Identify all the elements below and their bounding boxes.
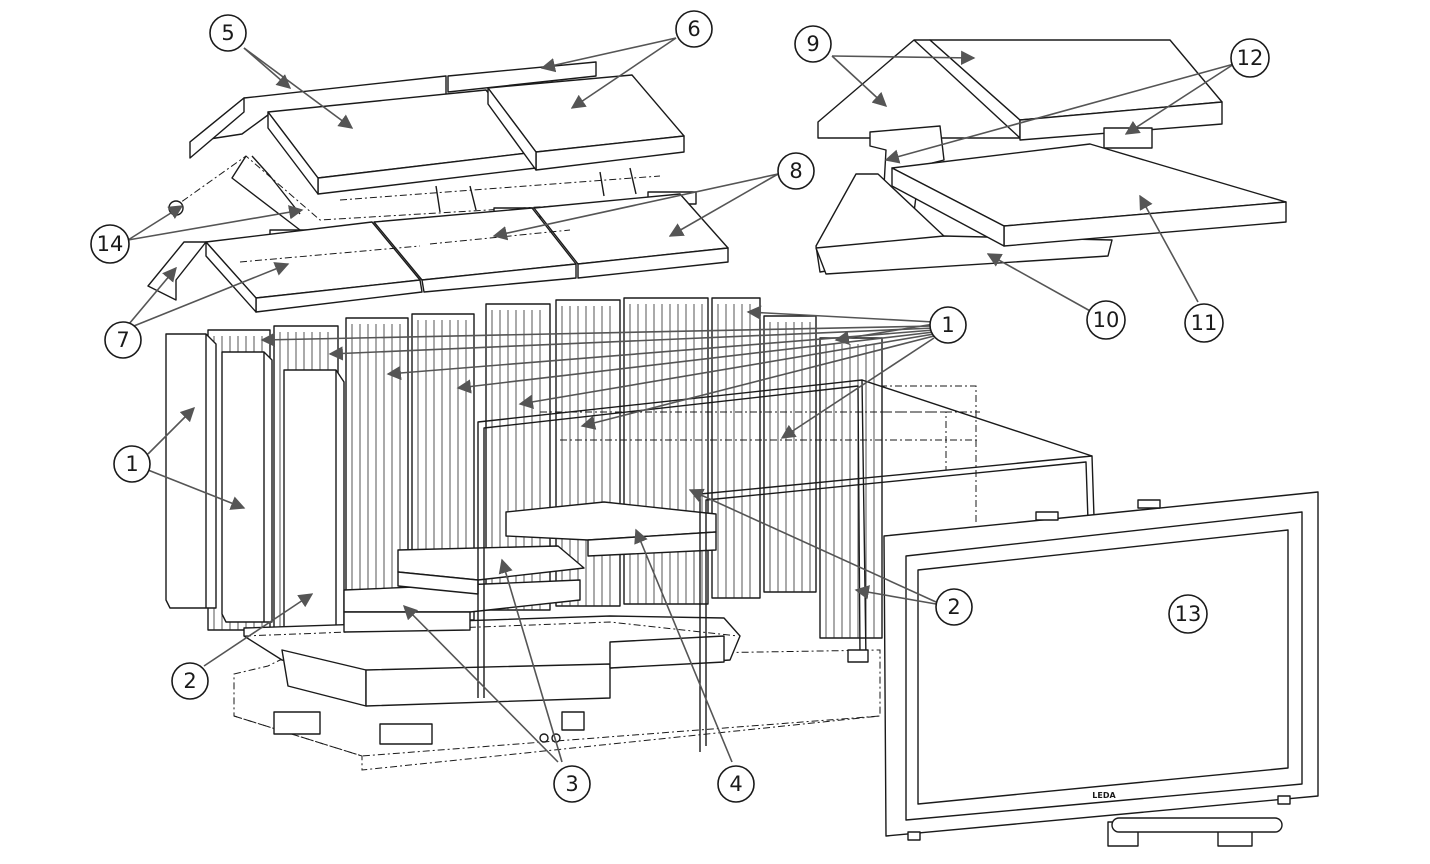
callout-9: 9 xyxy=(794,25,832,63)
svg-text:14: 14 xyxy=(97,232,124,256)
callout-2-right: 2 xyxy=(935,588,973,626)
callout-4: 4 xyxy=(717,765,755,803)
svg-text:2: 2 xyxy=(183,669,196,693)
callout-14: 14 xyxy=(90,224,130,264)
callout-5: 5 xyxy=(209,14,247,52)
roof-panel-group-9-12 xyxy=(815,39,1287,275)
callout-2-left: 2 xyxy=(171,662,209,700)
svg-text:7: 7 xyxy=(116,328,129,352)
callout-12: 12 xyxy=(1230,38,1270,78)
svg-text:12: 12 xyxy=(1237,46,1264,70)
svg-text:4: 4 xyxy=(729,772,742,796)
svg-text:9: 9 xyxy=(806,32,819,56)
callout-10: 10 xyxy=(1086,300,1126,340)
shelf-3b xyxy=(397,545,585,581)
svg-text:1: 1 xyxy=(125,452,138,476)
brand-logo: LEDA xyxy=(1092,791,1116,800)
hinge-bracket-12 xyxy=(1103,127,1153,149)
svg-text:13: 13 xyxy=(1175,602,1202,626)
callout-6: 6 xyxy=(675,10,713,48)
svg-text:1: 1 xyxy=(941,313,954,337)
svg-text:10: 10 xyxy=(1093,308,1120,332)
back-frame-outline xyxy=(540,385,980,522)
door-handle-bar xyxy=(1111,817,1283,833)
roof-panel-group-5-6 xyxy=(168,61,697,243)
callout-1-right: 1 xyxy=(929,306,967,344)
leader-lines xyxy=(123,37,1235,763)
svg-text:6: 6 xyxy=(687,17,700,41)
callout-7: 7 xyxy=(104,321,142,359)
callout-3: 3 xyxy=(553,765,591,803)
callout-11: 11 xyxy=(1184,303,1224,343)
svg-text:3: 3 xyxy=(565,772,578,796)
callout-13: 13 xyxy=(1168,594,1208,634)
roof-panel-group-7-8 xyxy=(147,193,729,313)
shelves xyxy=(343,501,717,633)
callout-8: 8 xyxy=(777,152,815,190)
side-posts-left xyxy=(165,333,345,649)
door-panel-13: LEDA xyxy=(883,491,1319,847)
callout-1-left: 1 xyxy=(113,445,151,483)
shelf-3a xyxy=(343,579,581,613)
svg-text:5: 5 xyxy=(221,21,234,45)
svg-text:11: 11 xyxy=(1191,311,1218,335)
svg-text:2: 2 xyxy=(947,595,960,619)
svg-text:8: 8 xyxy=(789,159,802,183)
